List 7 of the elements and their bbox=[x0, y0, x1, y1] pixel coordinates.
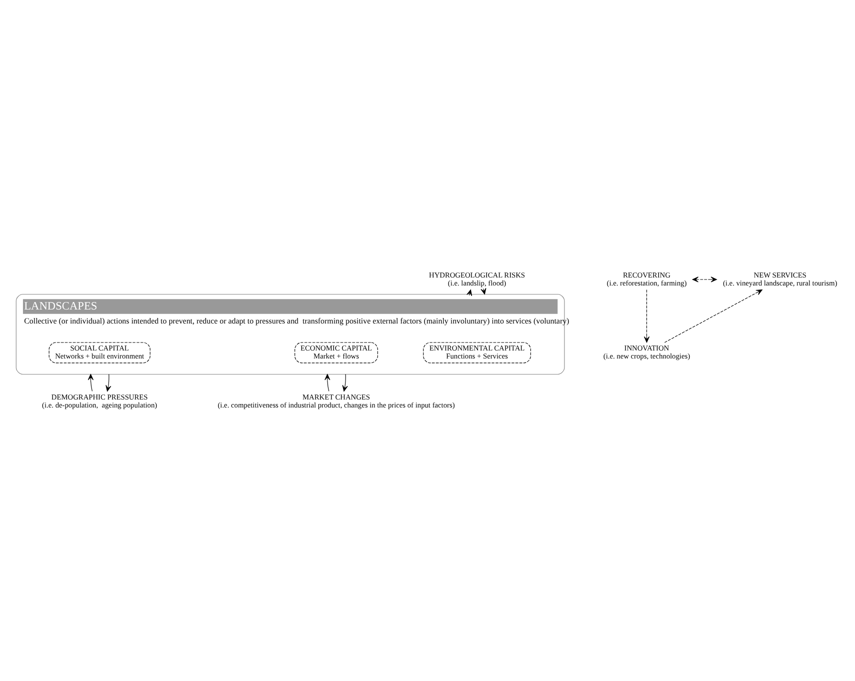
arrow bbox=[324, 374, 330, 392]
arrow bbox=[342, 374, 348, 392]
arrow bbox=[88, 374, 94, 392]
arrow bbox=[106, 374, 112, 392]
arrow bbox=[692, 276, 717, 282]
arrow bbox=[664, 289, 762, 343]
arrow bbox=[644, 289, 650, 343]
